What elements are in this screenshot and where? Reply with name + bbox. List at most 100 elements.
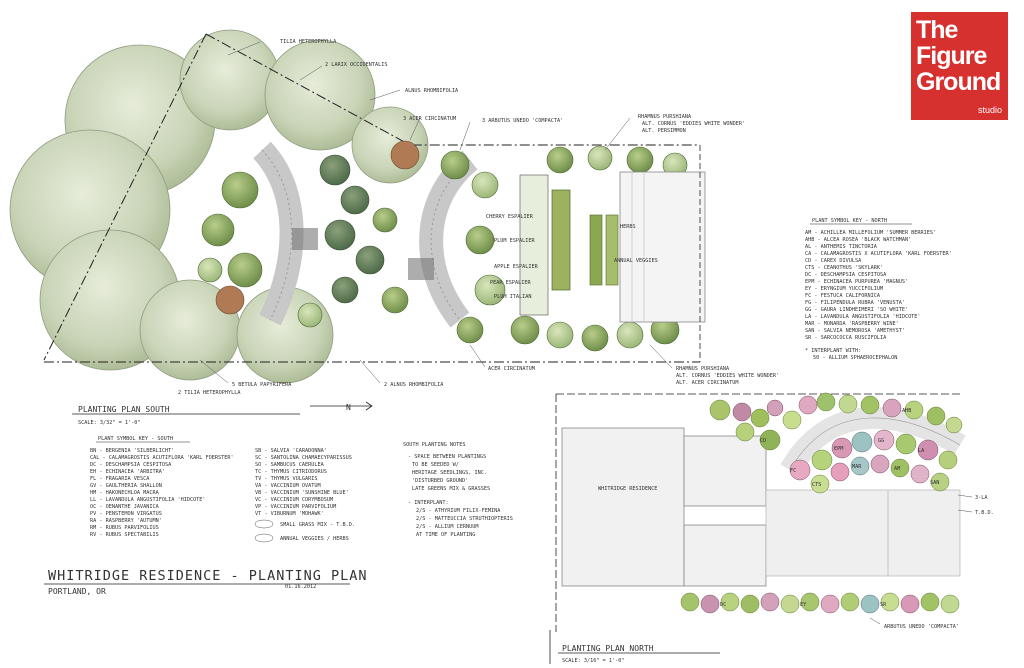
residence-footprint <box>561 427 685 587</box>
north-plan-scale: SCALE: 3/16" = 1'-0" <box>562 658 624 664</box>
south-key-col1-6: HM - HAKONECHLOA MACRA <box>90 490 160 496</box>
south-key-col2-11: ANNUAL VEGGIES / HERBS <box>280 536 349 542</box>
south-key-col2-9: VT - VIBURNUM 'MOHAWK' <box>255 511 324 517</box>
south-key-col1-5: GV - GAULTHERIA SHALLON <box>90 483 162 489</box>
notes-interplant-3: AT TIME OF PLANTING <box>416 532 475 538</box>
north-key-title: PLANT SYMBOL KEY - NORTH <box>812 218 887 224</box>
label-persimmon: ALT. PERSIMMON <box>642 128 686 134</box>
north-key-11: GG - GAURA LINDHEIMERI 'SO WHITE' <box>805 307 908 313</box>
north-residence-label: WHITRIDGE RESIDENCE <box>598 486 657 492</box>
notes-line-1: TO BE SEEDED W/ <box>412 462 459 468</box>
north-key-3: CA - CALAMAGROSTIS X ACUTIFLORA 'KARL FO… <box>805 251 952 257</box>
north-code-1: GG <box>878 438 884 444</box>
north-code-12: SR <box>880 602 887 608</box>
label-acer-alt: ALT. ACER CIRCINATUM <box>676 380 738 386</box>
label-plum-italian: PLUM ITALIAN <box>494 294 531 300</box>
north-key-10: FG - FILIPENDULA RUBRA 'VENUSTA' <box>805 300 905 306</box>
sheet-location: PORTLAND, OR <box>48 587 106 596</box>
north-label-arbutus: ARBUTUS UNEDO 'COMPACTA' <box>884 624 959 630</box>
north-key-1: AHB - ALCEA ROSEA 'BLACK WATCHMAN' <box>805 237 911 243</box>
north-code-5: SAN <box>930 480 939 486</box>
south-key-title: PLANT SYMBOL KEY - SOUTH <box>98 436 173 442</box>
notes-line-4: LATE GREENS MIX & GRASSES <box>412 486 490 492</box>
north-key-12: LA - LAVANDULA ANGUSTIFOLIA 'HIDCOTE' <box>805 314 921 320</box>
logo-word-ground: Ground <box>916 68 1001 96</box>
shrub-masses <box>197 140 688 352</box>
notes-line-0: - SPACE BETWEEN PLANTINGS <box>408 454 486 460</box>
north-key-interplant: 50 - ALLIUM SPHAEROCEPHALON <box>813 355 897 361</box>
north-code-0: EPM <box>834 446 843 452</box>
north-plan-title: PLANTING PLAN NORTH <box>562 644 654 653</box>
logo-word-the: The <box>916 16 958 44</box>
north-code-6: CTS <box>812 482 821 488</box>
north-code-3: MAR <box>852 464 862 470</box>
label-rhamnus-bottom: RHAMNUS PURSHIANA <box>676 366 730 372</box>
south-key-col2-10: SMALL GRASS MIX - T.B.D. <box>280 522 355 528</box>
label-alnus: ALNUS RHOMBIFOLIA <box>405 88 459 94</box>
south-key-col1-11: RM - RUBUS PARVIFOLIUS <box>90 525 159 531</box>
north-code-2: LA <box>918 448 925 454</box>
south-key-col2-5: VA - VACCINIUM OVATUM <box>255 483 321 489</box>
notes-interplant-2: 2/S - ALLIUM CERNUUM <box>416 524 478 530</box>
figure-ground-logo: The Figure Ground studio <box>911 12 1008 120</box>
south-key-col1-0: BN - BERGENIA 'SILBERLICHT' <box>90 448 174 454</box>
label-rhamnus-top: RHAMNUS PURSHIANA <box>638 114 692 120</box>
south-key-col2-0: SB - SALVIA 'CARADONNA' <box>255 448 327 454</box>
north-plan: WHITRIDGE RESIDENCE <box>549 392 994 664</box>
north-key-8: EY - ERYNGIUM YUCCIFOLIUM <box>805 286 883 292</box>
south-key-col2-1: SC - SANTOLINA CHAMAECYPARISSUS <box>255 455 352 461</box>
label-plum-espalier: PLUM ESPALIER <box>494 238 535 244</box>
south-plan-title: PLANTING PLAN SOUTH <box>78 405 170 414</box>
south-key-col1-8: OC - OENANTHE JAVANICA <box>90 504 160 510</box>
notes-interplant-1: 2/S - MATTEUCCIA STRUTHIOPTERIS <box>416 516 513 522</box>
label-annual-veggies: ANNUAL VEGGIES <box>614 258 658 264</box>
north-key-5: CTS - CEANOTHUS 'SKYLARK' <box>805 265 883 271</box>
sheet-title-block: WHITRIDGE RESIDENCE - PLANTING PLAN PORT… <box>44 568 367 596</box>
north-plant-key: PLANT SYMBOL KEY - NORTH AM - ACHILLEA M… <box>805 218 952 361</box>
south-key-col2-7: VC - VACCINIUM CORYMBOSUM <box>255 497 333 503</box>
label-larix: 2 LARIX OCCIDENTALIS <box>325 62 387 68</box>
sheet-title: WHITRIDGE RESIDENCE - PLANTING PLAN <box>48 568 367 584</box>
south-key-col1-2: DC - DESCHAMPSIA CESPITOSA <box>90 462 172 468</box>
label-cornus-top: ALT. CORNUS 'EDDIES WHITE WONDER' <box>642 121 745 127</box>
south-key-col1-7: LL - LAVANDULA ANGUSTIFOLIA 'HIDCOTE' <box>90 497 206 503</box>
south-plant-key: PLANT SYMBOL KEY - SOUTH BN - BERGENIA '… <box>90 436 355 543</box>
south-key-col1-12: RV - RUBUS SPECTABILIS <box>90 532 159 538</box>
label-alnus-bottom: 2 ALNUS RHOMBIFOLIA <box>384 382 444 388</box>
north-code-9: AHB <box>902 408 911 414</box>
veggies-symbol-icon <box>254 533 274 543</box>
south-key-col2-4: TV - THYMUS VULGARIS <box>255 476 317 482</box>
south-key-col1-1: CAL - CALAMAGROSTIS ACUTIFLORA 'KARL FOE… <box>90 455 234 461</box>
label-pear: PEAR ESPALIER <box>490 280 531 286</box>
label-cherry: CHERRY ESPALIER <box>486 214 534 220</box>
south-key-col2-2: SO - SAMBUCUS CAERULEA <box>255 462 325 468</box>
label-cornus-bottom: ALT. CORNUS 'EDDIES WHITE WONDER' <box>676 373 779 379</box>
sheet-date: 01.16.2012 <box>285 584 316 590</box>
north-code-11: EY <box>800 602 807 608</box>
south-key-col1-4: FL - FRAGARIA VESCA <box>90 476 150 482</box>
label-tilia-top: TILIA HETEROPHYLLA <box>280 39 337 45</box>
notes-line-3: 'DISTURBED GROUND' <box>412 478 468 484</box>
label-herbs: HERBS <box>620 224 636 230</box>
north-key-4: CD - CAREX DIVULSA <box>805 258 862 264</box>
north-key-6: DC - DESCHAMPSIA CESPITOSA <box>805 272 887 278</box>
south-key-col1-9: PV - PENSTEMON VIRGATUS <box>90 511 162 517</box>
notes-title: SOUTH PLANTING NOTES <box>403 442 465 448</box>
south-plan: TILIA HETEROPHYLLA 2 LARIX OCCIDENTALIS … <box>9 29 779 426</box>
notes-line-2: HERITAGE SEEDLINGS, INC. <box>412 470 487 476</box>
logo-studio: studio <box>977 105 1002 115</box>
south-key-col2-8: VP - VACCINIUM PARVIFOLIUM <box>255 504 336 510</box>
south-key-col1-3: EH - ECHINACEA 'ARBITRA' <box>90 469 165 475</box>
north-perennial-beds <box>680 392 963 614</box>
canopy-trees <box>9 29 429 384</box>
north-code-10: DC <box>720 602 726 608</box>
north-key-9: FC - FESTUCA CALIFORNICA <box>805 293 881 299</box>
south-plan-scale: SCALE: 3/32" = 1'-0" <box>78 420 140 426</box>
south-key-col1-10: RA - RASPBERRY 'AUTUMN' <box>90 518 162 524</box>
label-tilia-bottom: 2 TILIA HETEROPHYLLA <box>178 390 241 396</box>
north-key-7: EPM - ECHINACEA PURPUREA 'MAGNUS' <box>805 279 908 285</box>
notes-interplant-0: 2/S - ATHYRIUM FILIX-FEMINA <box>416 508 501 514</box>
north-label-tbd: T.B.D. <box>975 510 994 516</box>
label-betula: 5 BETULA PAPYRIFERA <box>232 382 292 388</box>
